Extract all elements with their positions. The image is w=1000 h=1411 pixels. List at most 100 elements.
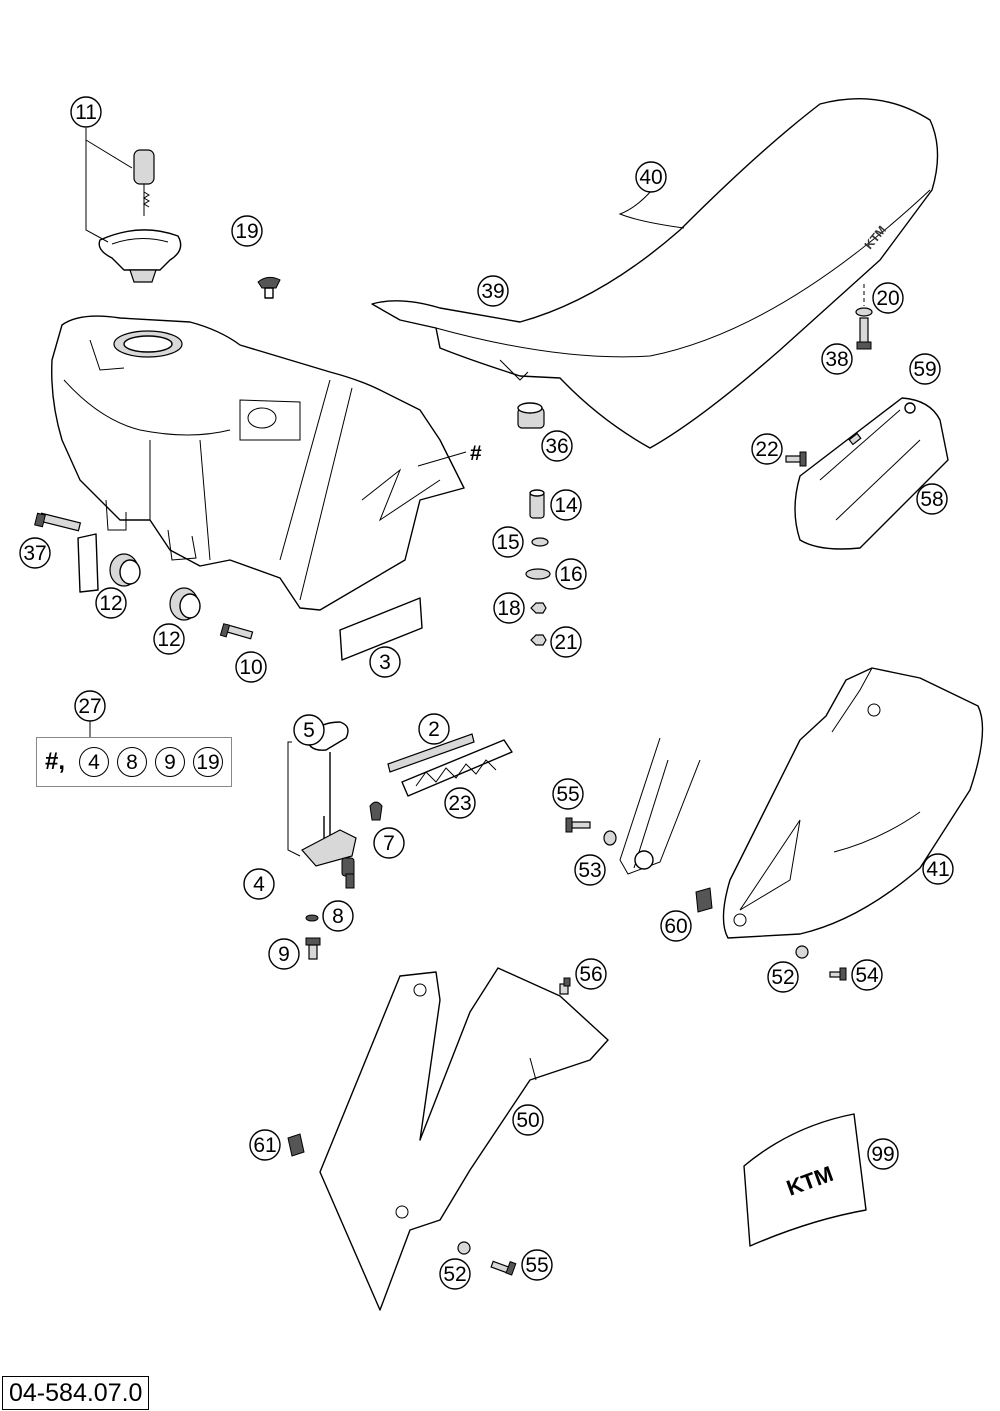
mounting-screw-part [219,623,254,640]
callout-12b: 12 [153,623,185,655]
callout-60: 60 [660,910,692,942]
svg-text:53: 53 [578,859,601,882]
hose-clamp-part [369,801,383,821]
callout-27: 27 [74,690,106,722]
svg-text:61: 61 [253,1134,276,1157]
callout-19: 19 [231,215,263,247]
tap-leader-line [287,741,301,857]
svg-text:3: 3 [379,651,391,674]
hex-nut-part-b [530,634,547,646]
ignition-key-part [133,149,155,216]
callout-52a: 52 [767,961,799,993]
callout-55a: 55 [552,778,584,810]
callout-18: 18 [493,592,525,624]
callout-15: 15 [492,526,524,558]
callout-20: 20 [872,282,904,314]
svg-text:56: 56 [579,963,602,986]
seat-washer-part [855,307,873,317]
seat-screw-part [856,317,872,350]
callout-4: 4 [243,868,275,900]
svg-text:14: 14 [554,494,578,517]
washer-small-part [531,537,549,547]
callout-61: 61 [249,1129,281,1161]
vent-plug-part [257,276,281,299]
kit-item-4: 4 [79,747,109,777]
spoiler-bushing-part-a [603,830,617,846]
tank-hash-leader [417,451,467,467]
svg-text:59: 59 [913,358,936,381]
callout-37: 37 [19,537,51,569]
callout-36: 36 [541,430,573,462]
svg-text:20: 20 [876,287,899,310]
svg-text:12: 12 [99,592,122,615]
callout-38: 38 [821,343,853,375]
rubber-bushing-part-b [169,587,201,621]
callout-21: 21 [550,626,582,658]
kit-item-19: 19 [193,747,223,777]
callout-16: 16 [555,558,587,590]
spacer-plate-part [77,533,99,593]
kit-contents-box: #, 4 8 9 19 [36,737,232,787]
svg-text:22: 22 [755,438,778,461]
tool-bag-screw-part [785,451,807,467]
svg-text:60: 60 [664,915,687,938]
callout-39: 39 [477,275,509,307]
spoiler-screw-part-c [490,1260,517,1276]
sleeve-part [529,489,545,519]
svg-text:16: 16 [559,563,582,586]
seat-buffer-part [517,402,545,429]
hex-nut-part-a [530,602,547,614]
svg-text:52: 52 [771,966,794,989]
svg-text:38: 38 [825,348,848,371]
spoiler-bushing-part-b [457,1241,471,1255]
svg-text:50: 50 [516,1109,539,1132]
callout-54: 54 [851,959,883,991]
svg-text:36: 36 [545,435,568,458]
svg-text:10: 10 [239,656,262,679]
decal-strip-part [339,597,423,661]
svg-text:58: 58 [920,488,943,511]
fuel-tank-part [51,315,465,611]
callout-59: 59 [909,353,941,385]
fuel-hose-part [387,733,475,773]
svg-text:21: 21 [554,631,577,654]
callout-23: 23 [444,787,476,819]
svg-text:39: 39 [481,280,504,303]
callout-58: 58 [916,483,948,515]
tank-hash-label: # [470,442,482,465]
svg-text:8: 8 [332,905,344,928]
svg-text:18: 18 [497,597,520,620]
clip-nut-part [695,887,713,913]
spoiler-clip-part [287,1133,305,1157]
callout-99: 99 [867,1138,899,1170]
svg-text:54: 54 [855,964,879,987]
hose-sleeve-part [401,739,513,797]
kit-item-8: 8 [117,747,147,777]
svg-text:99: 99 [871,1143,894,1166]
radiator-spoiler-part [319,967,609,1311]
callout-12a: 12 [95,587,127,619]
callout-14: 14 [550,489,582,521]
callout-9: 9 [268,938,300,970]
svg-text:7: 7 [383,832,395,855]
callout-53: 53 [574,854,606,886]
side-cover-part [722,667,984,939]
rubber-bushing-part-a [109,553,141,587]
svg-text:19: 19 [235,220,258,243]
svg-text:23: 23 [448,792,471,815]
fuel-tap-part [301,752,357,889]
callout-7: 7 [373,827,405,859]
radiator-frame-part [619,737,701,875]
kit-item-9: 9 [155,747,185,777]
kit-hash-label: #, [45,748,66,775]
callout-56: 56 [575,958,607,990]
svg-text:40: 40 [639,166,662,189]
callout-22: 22 [751,433,783,465]
svg-text:9: 9 [278,943,290,966]
svg-text:2: 2 [428,718,440,741]
callout-8: 8 [322,900,354,932]
spoiler-screw-part-b [559,977,571,995]
key-leader-line [85,128,133,243]
tank-screw-part [34,512,82,532]
